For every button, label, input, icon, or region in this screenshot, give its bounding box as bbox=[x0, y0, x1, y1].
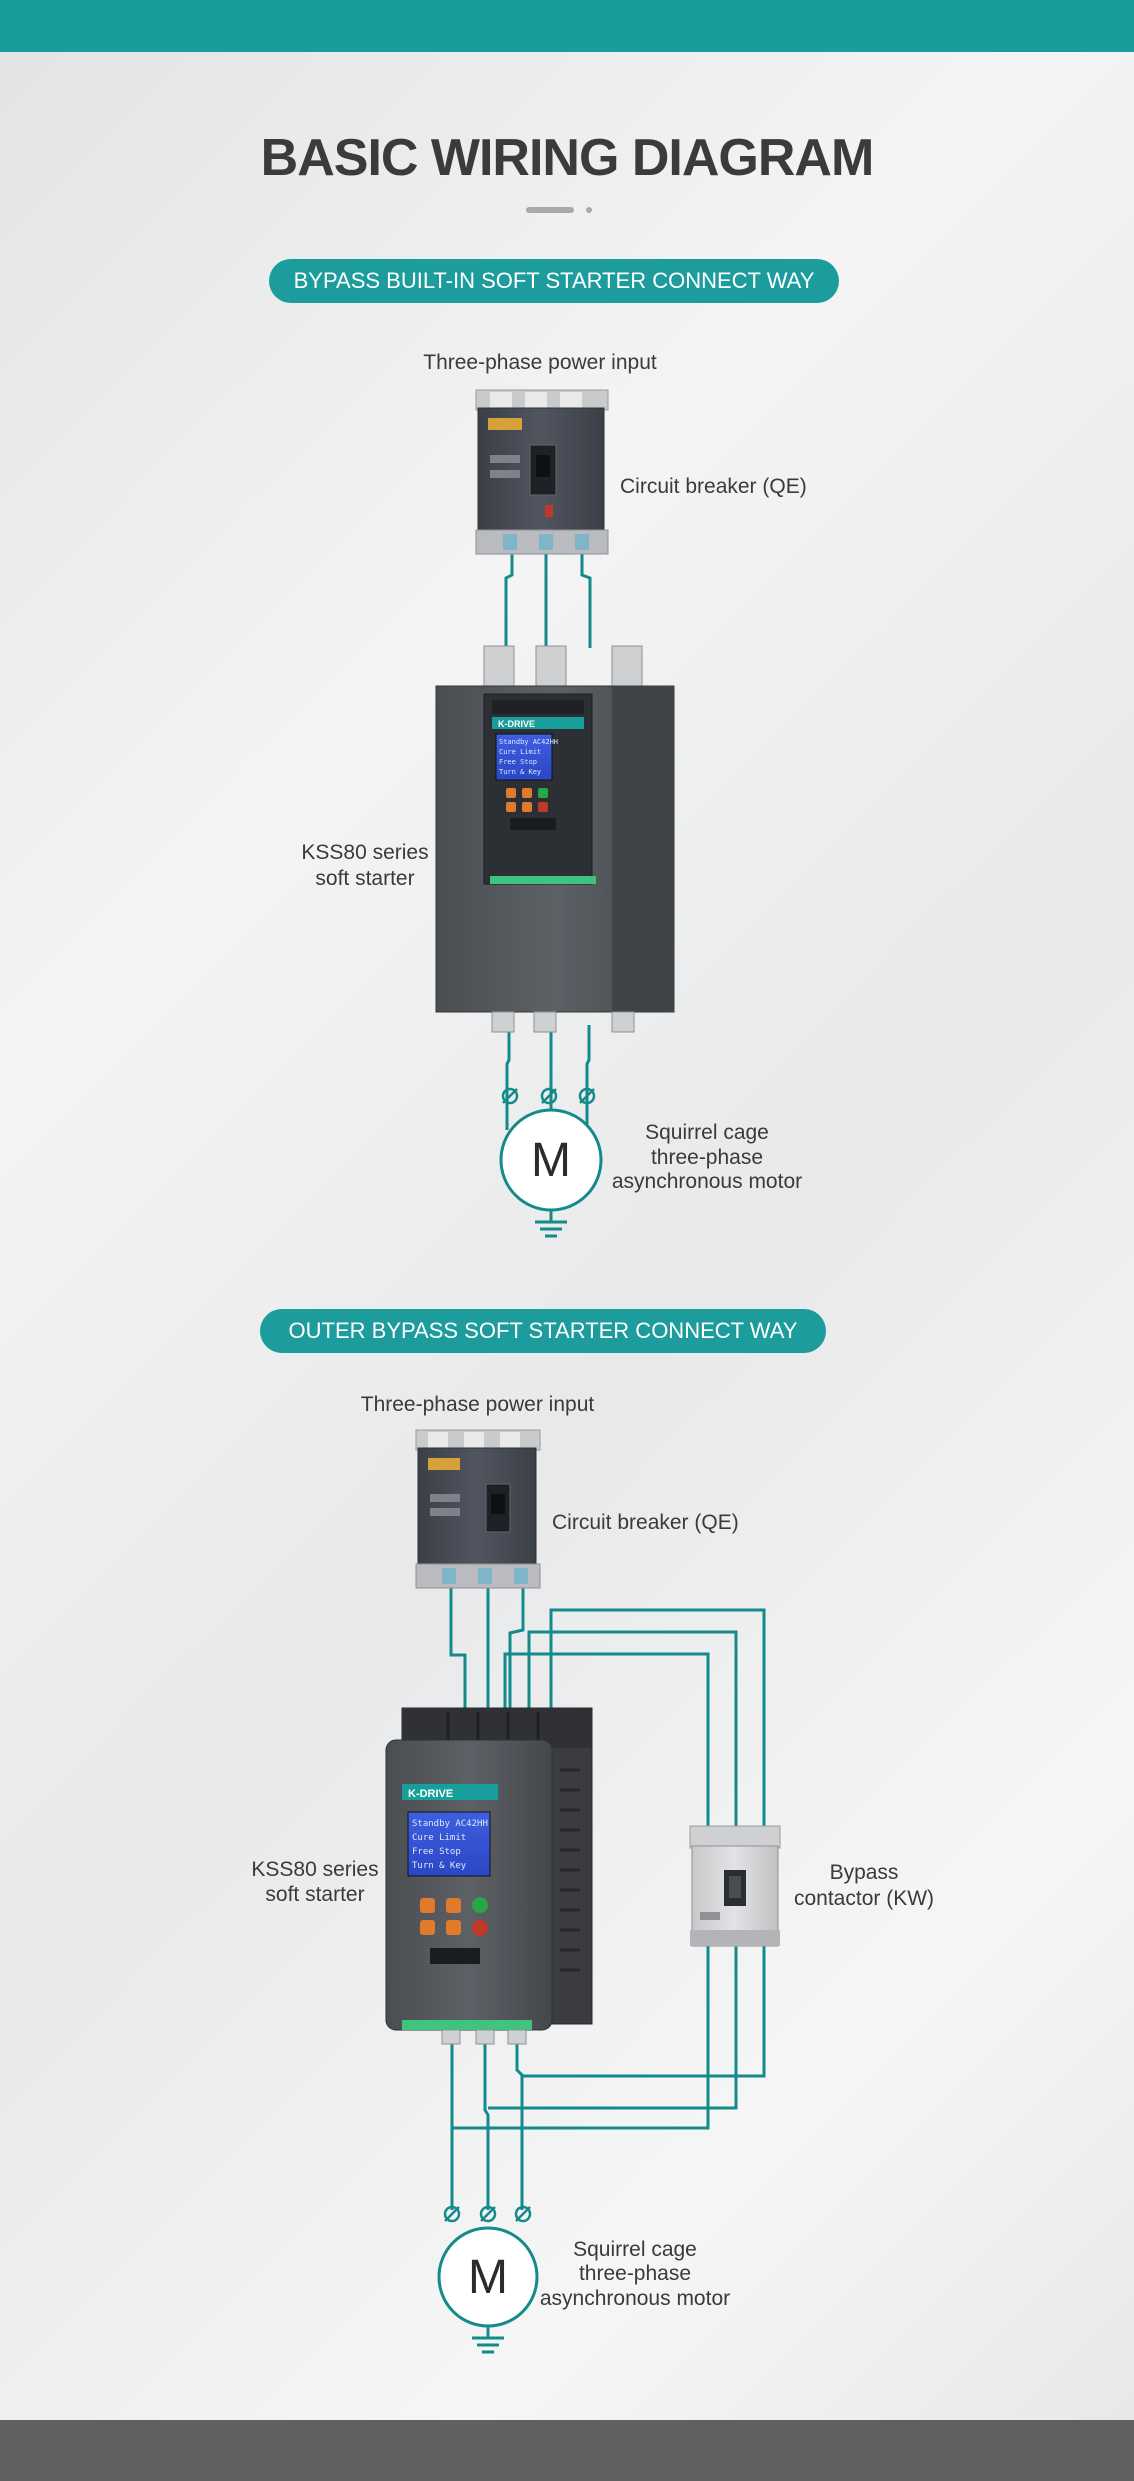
section-1-motor-label-line-3: asynchronous motor bbox=[611, 1170, 803, 1193]
section-2-starter-label-line-2: soft starter bbox=[265, 1883, 365, 1906]
section-2-motor-terminals bbox=[443, 2205, 532, 2223]
section-1-power-input-label: Three-phase power input bbox=[423, 351, 657, 374]
top-banner bbox=[0, 0, 1134, 52]
section-2-starter-label-line-1: KSS80 series bbox=[251, 1858, 379, 1881]
section-2-motor-symbol: M bbox=[468, 2251, 508, 2304]
section-2-input-wires bbox=[449, 1588, 525, 1710]
section-2-bypass-input-wires bbox=[503, 1608, 766, 1830]
section-2-power-input-label: Three-phase power input bbox=[360, 1393, 595, 1416]
section-1-screen-line-3: Free Stop bbox=[499, 758, 537, 766]
section-2-screen-line-2: Cure Limit bbox=[412, 1833, 466, 1843]
section-1-starter-label-line-1: KSS80 series bbox=[301, 841, 429, 864]
bypass-label-line-2: contactor (KW) bbox=[793, 1887, 935, 1910]
footer-bar bbox=[0, 2420, 1134, 2481]
title-divider-dot bbox=[586, 207, 592, 213]
section-2-breaker-label: Circuit breaker (QE) bbox=[552, 1511, 739, 1534]
page-title: BASIC WIRING DIAGRAM bbox=[260, 129, 875, 187]
section-2-soft-starter: K-DRIVE Standby AC42HH Cure Limit Free S… bbox=[385, 1707, 593, 2045]
bypass-contactor bbox=[689, 1825, 781, 1947]
section-1-motor-label-line-2: three-phase bbox=[650, 1146, 764, 1169]
section-1-starter-label-line-2: soft starter bbox=[315, 867, 415, 890]
section-2-output-wires bbox=[450, 2030, 524, 2210]
section-2-bypass-output-wires bbox=[452, 1940, 766, 2130]
section-2-screen-line-3: Free Stop bbox=[412, 1847, 461, 1857]
section-2-circuit-breaker bbox=[415, 1429, 541, 1589]
section-1-screen-line-2: Cure Limit bbox=[499, 748, 541, 756]
section-2-motor-label-line-1: Squirrel cage bbox=[573, 2238, 697, 2261]
section-1-motor-terminals bbox=[501, 1087, 596, 1105]
section-2-motor-label-line-3: asynchronous motor bbox=[539, 2287, 731, 2310]
section-1-motor-symbol: M bbox=[531, 1134, 571, 1187]
section-1-brand-label: K-DRIVE bbox=[498, 719, 535, 729]
section-1-input-wires bbox=[504, 552, 592, 648]
bypass-label-line-1: Bypass bbox=[829, 1861, 899, 1884]
section-2-screen-line-4: Turn & Key bbox=[412, 1861, 467, 1871]
section-2-heading: OUTER BYPASS SOFT STARTER CONNECT WAY bbox=[260, 1309, 826, 1353]
section-2-screen-line-1: Standby AC42HH bbox=[412, 1819, 488, 1829]
title-divider bbox=[526, 207, 574, 213]
section-1-soft-starter: K-DRIVE Standby AC42HH Cure Limit Free S… bbox=[435, 645, 675, 1033]
section-1-screen-line-4: Turn & Key bbox=[499, 768, 541, 776]
section-1-heading: BYPASS BUILT-IN SOFT STARTER CONNECT WAY bbox=[269, 259, 839, 303]
section-2-brand-label: K-DRIVE bbox=[408, 1788, 453, 1800]
section-1-motor: M bbox=[499, 1108, 603, 1238]
section-1-breaker-label: Circuit breaker (QE) bbox=[620, 475, 807, 498]
section-1-screen-line-1: Standby AC42HH bbox=[499, 738, 558, 746]
section-2-motor-label-line-2: three-phase bbox=[578, 2262, 692, 2285]
section-1-circuit-breaker bbox=[475, 389, 609, 555]
section-2-motor: M bbox=[437, 2226, 539, 2354]
section-1-motor-label-line-1: Squirrel cage bbox=[645, 1121, 769, 1144]
